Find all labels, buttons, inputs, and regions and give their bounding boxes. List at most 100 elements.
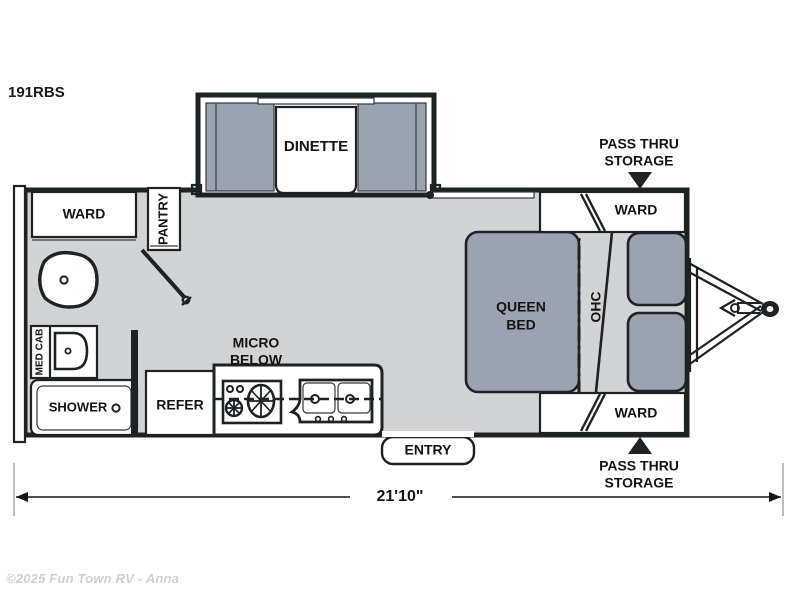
dinette-table-outline [274, 105, 358, 195]
bath-door-latch [181, 296, 192, 306]
ward-rear-top-door-b [584, 193, 607, 232]
hitch-coupler-bracket [718, 299, 736, 317]
cooktop-burner-large [246, 383, 276, 419]
ward-rear-bottom-label: WARD [615, 405, 658, 421]
model-code-title: 191RBS [8, 84, 65, 101]
pass-thru-top-line1: PASS THRU [599, 136, 679, 152]
queen-bed-label-line2: BED [506, 317, 536, 333]
cooktop-outline [221, 379, 283, 425]
pass-thru-top-line2: STORAGE [605, 153, 674, 169]
refer-label: REFER [156, 397, 203, 413]
bath-door-swing [140, 248, 187, 300]
pass-thru-bottom-line2: STORAGE [605, 475, 674, 491]
storage-bin-lower [628, 313, 686, 391]
queen-bed-label-line1: QUEEN [496, 299, 546, 315]
kitchen-counter-outline [212, 363, 384, 437]
pantry-unit: PANTRY [140, 186, 192, 306]
entry-door: ENTRY [380, 431, 476, 466]
ward-rear-bottom-box [540, 393, 685, 433]
queen-bed [466, 232, 579, 392]
ward-fl-box [32, 192, 136, 237]
entry-badge [382, 437, 474, 464]
micro-label-line2: BELOW [230, 352, 283, 368]
storage-bin-upper [628, 233, 686, 305]
kitchen: REFER [144, 335, 384, 437]
bedroom-angled-wall [594, 231, 614, 393]
med-cab-label: MED CAB [35, 329, 46, 376]
micro-label-line1: MICRO [233, 335, 280, 351]
storage-bin-upper-outline [626, 231, 688, 307]
ward-rear-bottom-door-b [584, 393, 607, 432]
dim-arrow-left-icon [16, 492, 28, 502]
pass-thru-bottom-arrow-icon [628, 437, 652, 454]
lav-basin-outline [53, 331, 89, 371]
shower-label: SHOWER [49, 399, 108, 414]
sink-faucet-hole-2 [327, 415, 335, 423]
pass-thru-bottom-line1: PASS THRU [599, 458, 679, 474]
cooktop-knob-1 [226, 385, 234, 393]
rear-wall-skin-outline [12, 184, 27, 444]
bedroom: QUEEN BED OHC WARD WARD [426, 190, 688, 435]
hitch-rail-upper-inner [686, 270, 762, 312]
storage-bin-lower-outline [626, 311, 688, 393]
shower-drain [111, 403, 121, 413]
dinette-slide-shoulder-left [190, 183, 203, 196]
hitch-tongue [737, 302, 760, 314]
dinette-slideout: DINETTE [190, 92, 442, 198]
toilet-center-mark [59, 275, 69, 285]
hitch-rail-upper-outer [686, 261, 764, 305]
entry-label: ENTRY [405, 442, 453, 458]
ward-rear-bottom-outline [538, 391, 687, 435]
dinette-bench-left [206, 103, 274, 191]
dinette-window [258, 98, 374, 104]
bathroom-partition-wall [131, 330, 138, 435]
toilet-outline [38, 250, 99, 309]
dinette-slide-outline [195, 92, 437, 198]
overall-length-value: 21'10" [377, 488, 424, 505]
footer-copyright: ©2025 Fun Town RV - Anna [6, 571, 180, 586]
bedroom-window [430, 192, 534, 198]
dinette-table [276, 107, 356, 193]
ward-rear-top-box [540, 192, 685, 232]
bathroom: MED CAB SHOWER [29, 250, 139, 437]
ward-rear-bottom-door-a [579, 393, 602, 432]
shower-pan [31, 380, 137, 435]
bedroom-window-stop [426, 191, 434, 199]
ward-fl-label: WARD [63, 206, 106, 222]
dinette-bench-right [358, 103, 426, 191]
dinette-window-outline [257, 97, 375, 105]
sink-faucet-hole-1 [314, 415, 322, 423]
cooktop-burner-small [224, 398, 244, 418]
lav-drain [64, 347, 72, 355]
sink-body [292, 380, 372, 422]
cooktop-knob-2 [236, 385, 244, 393]
a-frame-hitch [686, 258, 779, 372]
rear-wall-skin [14, 186, 25, 442]
dinette-bench-right-outline [357, 102, 427, 192]
pass-thru-top-arrow-icon [628, 172, 652, 189]
ohc-label: OHC [588, 291, 604, 322]
callout-pass-thru-bottom: PASS THRU STORAGE [599, 437, 679, 491]
dim-arrow-right-icon [769, 492, 781, 502]
sink-outline [288, 378, 374, 424]
lav-block-outline [29, 324, 99, 380]
dinette-bench-left-outline [205, 102, 275, 192]
entry-door-opening [382, 431, 474, 437]
pantry-box [148, 188, 180, 250]
sink-faucet-hole-3 [340, 415, 348, 423]
hitch-rail-lower-outer [686, 311, 764, 367]
ward-rear-top-outline [538, 190, 687, 234]
hitch-rail-lower-inner [686, 305, 762, 358]
wardrobe-front-left: WARD [30, 190, 138, 241]
ward-fl-outline [30, 190, 138, 239]
hitch-ball-hole [766, 306, 774, 312]
dinette-label: DINETTE [284, 138, 348, 155]
refer-box [146, 371, 214, 435]
pantry-label: PANTRY [155, 193, 170, 245]
callout-pass-thru-top: PASS THRU STORAGE [599, 136, 679, 189]
ward-rear-top-door-a [579, 193, 602, 232]
ward-rear-top-label: WARD [615, 202, 658, 218]
overall-length-dimension: 21'10" [13, 463, 784, 516]
